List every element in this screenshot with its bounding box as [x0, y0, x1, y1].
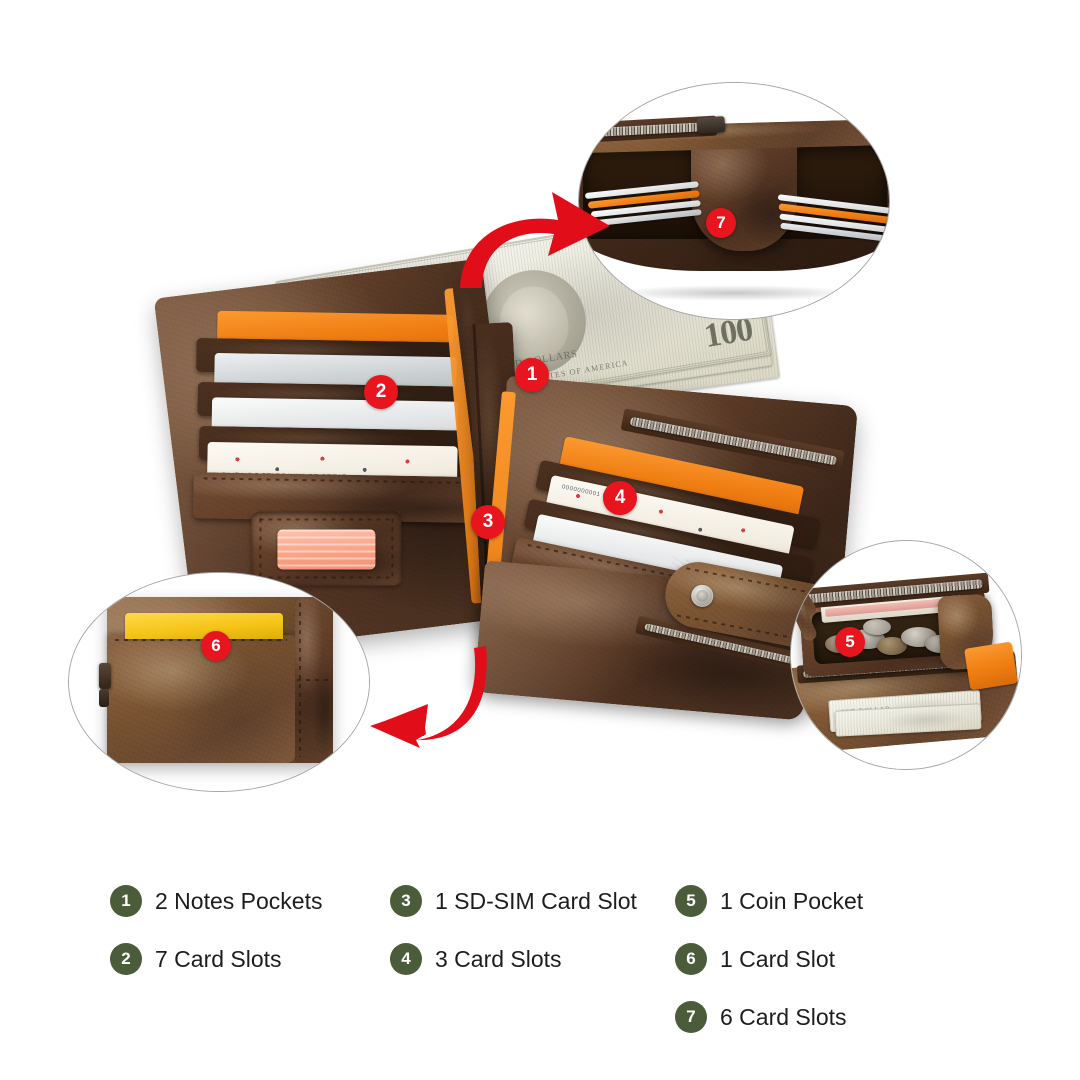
legend-badge: 4: [390, 943, 422, 975]
legend-label: 3 Card Slots: [435, 945, 562, 972]
callout-badge-4: 4: [603, 481, 637, 515]
legend-badge: 3: [390, 885, 422, 917]
interior-card-slots-photo: [579, 83, 889, 319]
legend-item: 6 1 Card Slot: [675, 930, 863, 988]
callout-badge-7: 7: [706, 208, 736, 238]
callout-badge-3: 3: [471, 505, 505, 539]
legend-item: 3 1 SD-SIM Card Slot: [390, 872, 637, 930]
legend-badge: 7: [675, 1001, 707, 1033]
arrow-to-bottom-left-inset: [370, 644, 487, 748]
legend-item: 1 2 Notes Pockets: [110, 872, 322, 930]
legend-item: 4 3 Card Slots: [390, 930, 637, 988]
legend-badge: 2: [110, 943, 142, 975]
legend-badge: 1: [110, 885, 142, 917]
legend-column-1: 1 2 Notes Pockets 2 7 Card Slots: [110, 872, 322, 988]
legend-label: 6 Card Slots: [720, 1003, 847, 1030]
legend-label: 7 Card Slots: [155, 945, 282, 972]
legend-badge: 5: [675, 885, 707, 917]
callout-badge-5: 5: [835, 627, 865, 657]
arrow-to-top-inset: [460, 192, 610, 288]
legend-label: 1 SD-SIM Card Slot: [435, 887, 637, 914]
coin-pocket-photo: ONE DOLLAR: [791, 541, 1021, 769]
legend-item: 7 6 Card Slots: [675, 988, 863, 1046]
legend-item: 5 1 Coin Pocket: [675, 872, 863, 930]
legend-label: 1 Card Slot: [720, 945, 836, 972]
inset-top-right: 7: [578, 82, 890, 320]
legend-label: 1 Coin Pocket: [720, 887, 864, 914]
inset-bottom-left: 6: [68, 572, 370, 792]
callout-badge-6: 6: [201, 631, 231, 661]
callout-badge-2: 2: [364, 375, 398, 409]
inset-bottom-right: ONE DOLLAR: [790, 540, 1022, 770]
legend-label: 2 Notes Pockets: [155, 887, 323, 914]
legend: 1 2 Notes Pockets 2 7 Card Slots 3 1 SD-…: [0, 860, 1080, 1080]
legend-column-3: 5 1 Coin Pocket 6 1 Card Slot 7 6 Card S…: [675, 872, 863, 1046]
callout-badge-1: 1: [515, 358, 549, 392]
legend-badge: 6: [675, 943, 707, 975]
main-wallet-photo: 100 100 FEDERAL RESERVE NOTE L G0 02000 …: [153, 202, 905, 735]
rear-card-slot-photo: [69, 573, 369, 791]
yellow-card: [125, 613, 283, 639]
legend-column-2: 3 1 SD-SIM Card Slot 4 3 Card Slots: [390, 872, 637, 988]
legend-item: 2 7 Card Slots: [110, 930, 322, 988]
